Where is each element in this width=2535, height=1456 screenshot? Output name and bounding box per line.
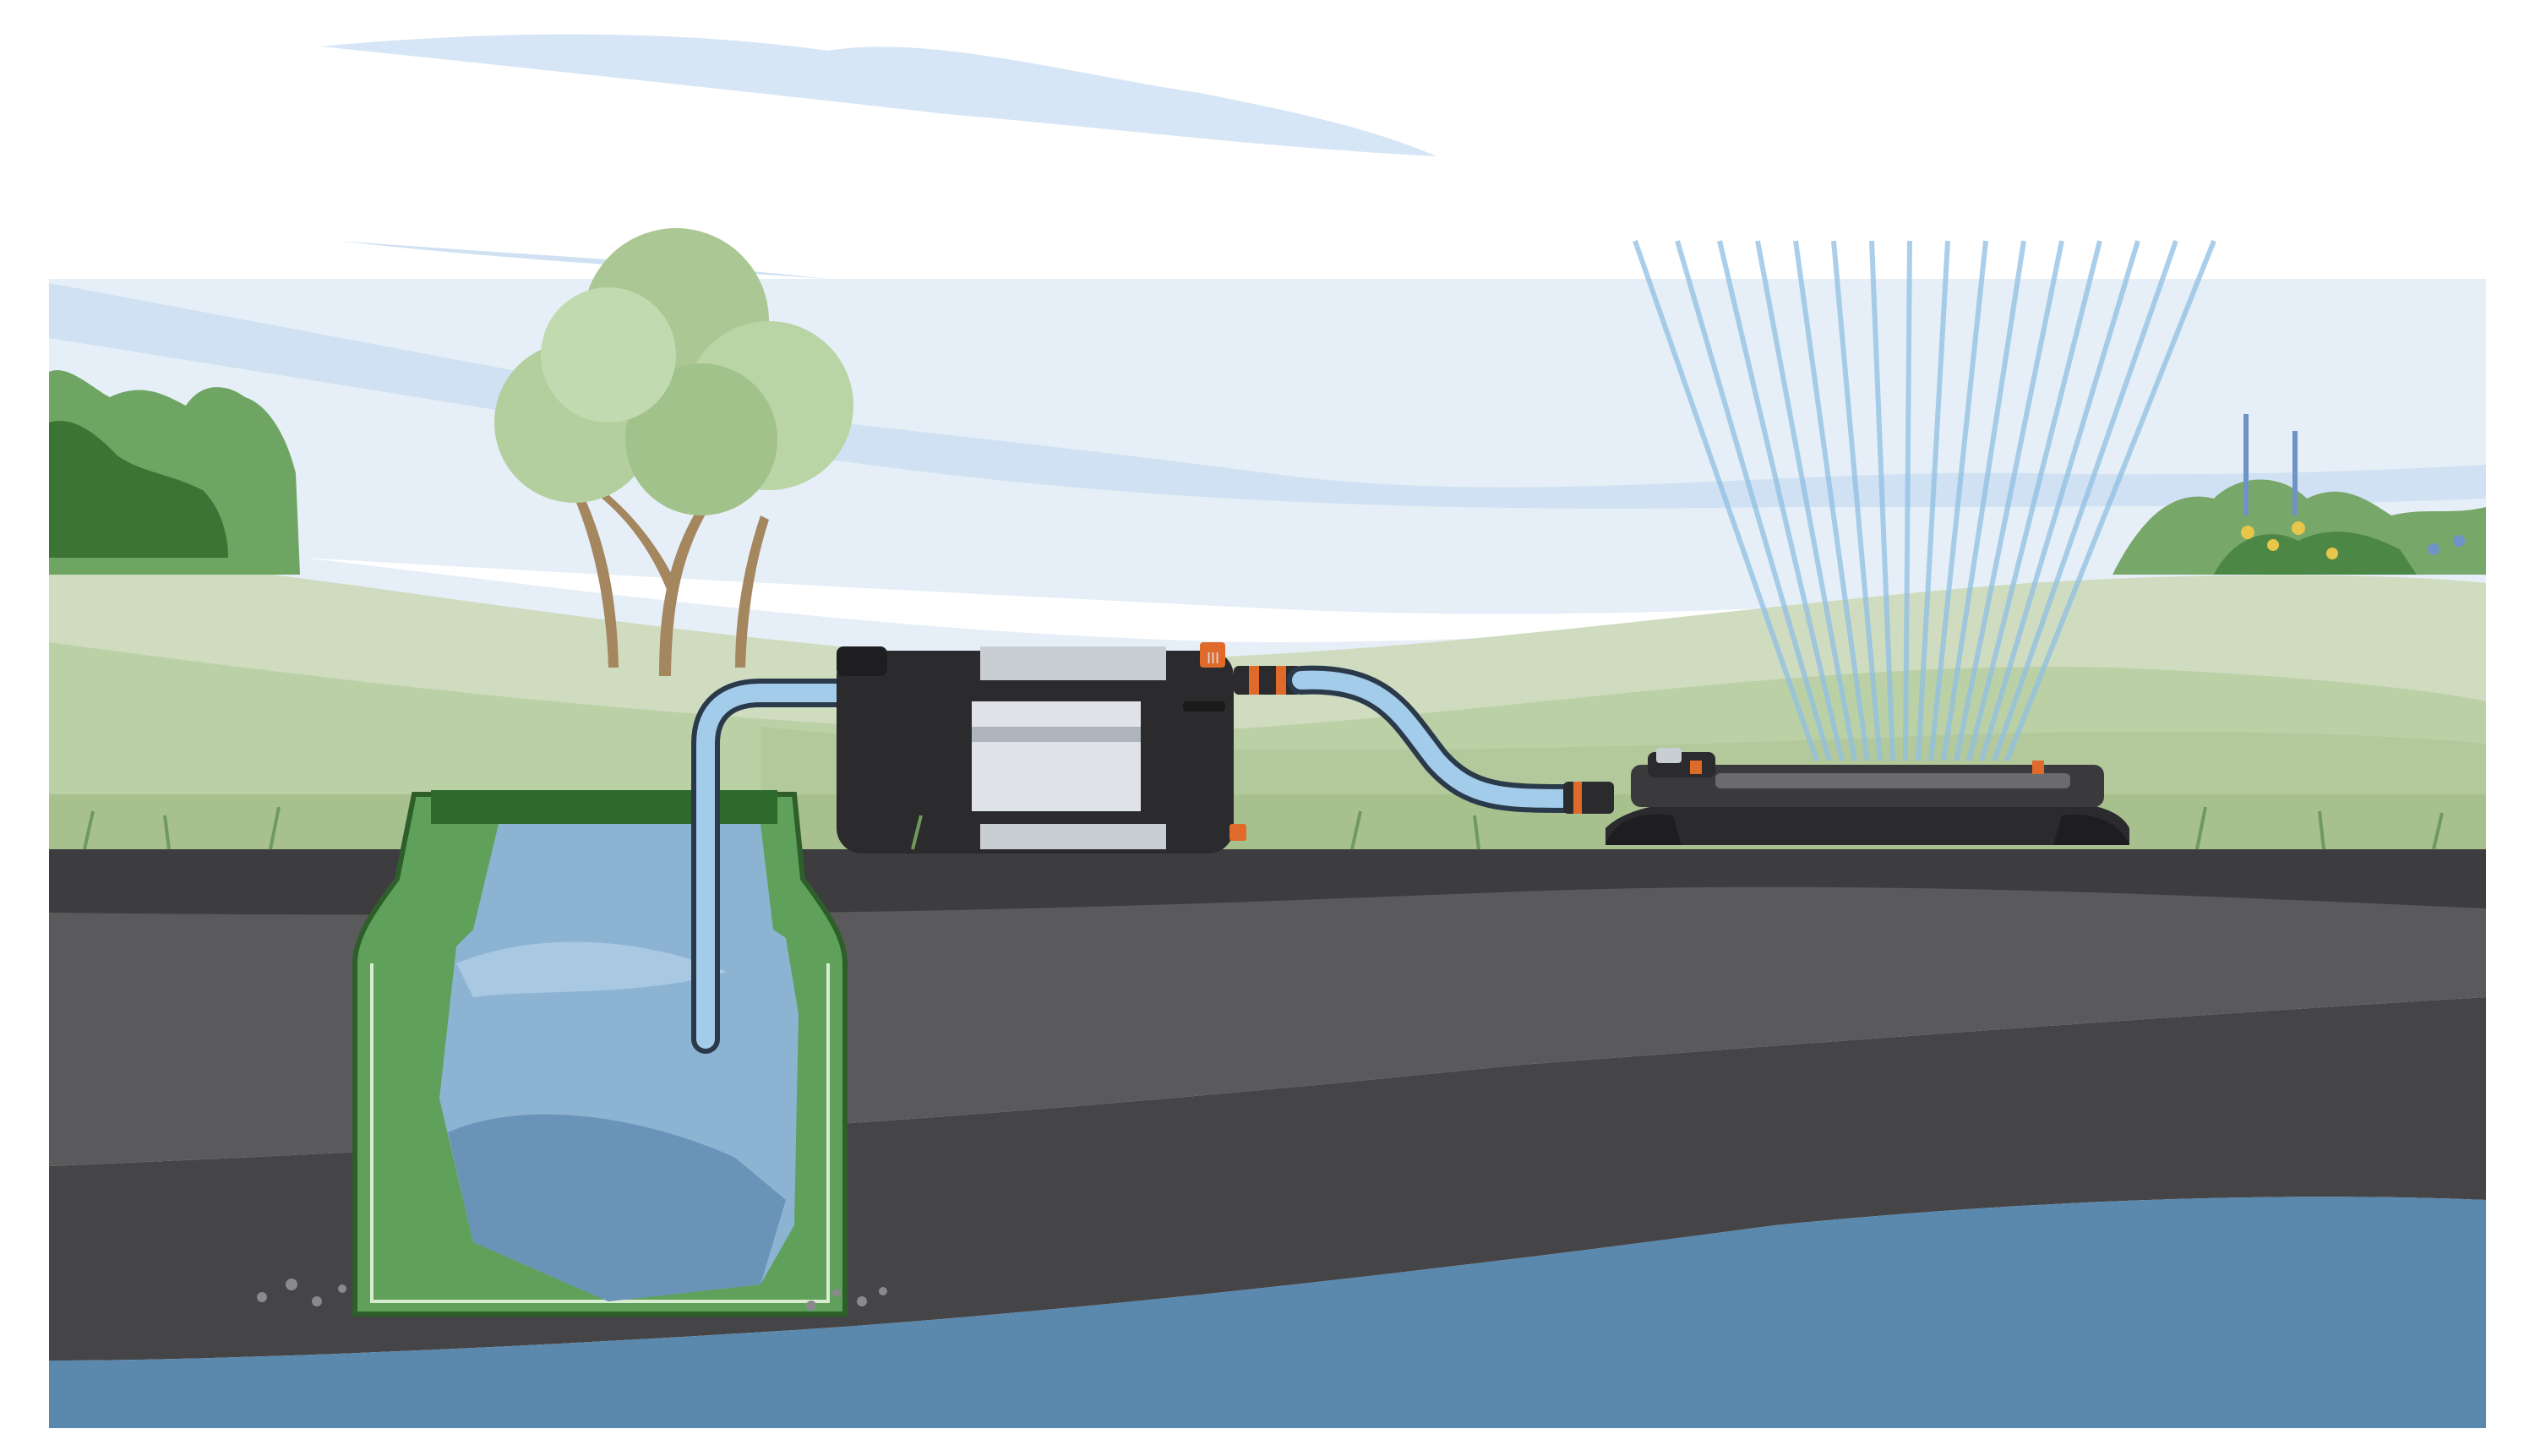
pump-steel-middle: [972, 701, 1141, 811]
pebble: [286, 1279, 297, 1290]
spray-jet: [1966, 240, 2102, 761]
grass-blade: [269, 806, 281, 850]
delivery-hose-inner: [1292, 670, 1581, 808]
spray-jet: [1675, 240, 1832, 761]
spray-jet: [1903, 240, 1912, 761]
spray-jet: [1979, 240, 2140, 761]
flower-spike: [2292, 431, 2298, 515]
tree-trunk: [575, 485, 769, 676]
spray-jet: [1755, 240, 1857, 761]
bushes-right: [2112, 414, 2486, 575]
grass-tufts: [83, 806, 2444, 850]
cloud-top: [321, 34, 1436, 157]
pebble: [832, 1289, 841, 1297]
cistern-water-surface: [456, 941, 727, 997]
grass-blade: [1350, 810, 1362, 850]
sprinkler-accent: [1690, 761, 1702, 774]
flower: [2241, 526, 2254, 539]
spray-jet: [1954, 240, 2064, 761]
pump-steel-top: [980, 646, 1166, 680]
cistern-inner-wall: [370, 963, 830, 1303]
cistern-water-deep: [448, 1114, 786, 1301]
bushes-left: [49, 369, 300, 575]
bush-front: [49, 421, 228, 558]
flower: [2428, 543, 2440, 555]
bush-right-dark: [2214, 532, 2417, 575]
tree: [494, 228, 853, 676]
pump-outlet-valve: [1200, 642, 1225, 668]
sprinkler-accent: [2032, 761, 2044, 774]
gravel: [257, 1279, 887, 1311]
grass-blade: [2318, 810, 2325, 850]
sprinkler-foot-left: [1606, 814, 1682, 845]
grass-blade: [1473, 815, 1480, 850]
spray-jet: [1869, 240, 1895, 761]
flower: [2453, 535, 2465, 547]
garden-pump: III: [837, 642, 1246, 853]
pebble: [338, 1284, 346, 1293]
spray-jet: [1717, 240, 1845, 761]
hose-connector: [1234, 666, 1301, 695]
suction-hose-inner: [696, 684, 846, 1049]
spray-jet: [1793, 240, 1870, 761]
grass-blade: [83, 810, 95, 850]
spray-jet: [1992, 240, 2178, 761]
pump-label: III: [1207, 650, 1219, 667]
pebble: [857, 1296, 867, 1306]
sprinkler-foot-right: [2053, 815, 2129, 845]
pebble: [806, 1301, 816, 1311]
pump-steel-stripe: [972, 727, 1141, 742]
pump-drain-plug: [1229, 824, 1246, 841]
grass-blade: [163, 815, 171, 850]
spray-jet: [1941, 240, 2026, 761]
pump-cap: [837, 646, 887, 676]
sprinkler-hose-connector: [1563, 782, 1614, 814]
flower: [2326, 548, 2338, 559]
sprinkler-tube: [1715, 773, 2070, 788]
tree-crown-5: [541, 287, 676, 423]
spray-jet: [1633, 240, 1819, 761]
connector-band: [1276, 666, 1286, 695]
groundwater: [49, 1197, 2486, 1428]
cistern-rim: [431, 790, 777, 824]
spray-jet: [1916, 240, 1950, 761]
sprinkler-spray: [1633, 239, 2216, 762]
grass-blade: [2195, 806, 2207, 850]
cistern: [257, 790, 887, 1317]
pump-steel-bottom: [980, 824, 1166, 849]
flower: [2292, 521, 2305, 535]
spray-jet: [2004, 239, 2216, 762]
connector-band: [1249, 666, 1259, 695]
sprinkler-connector-band: [1573, 782, 1582, 814]
grass-blade: [911, 815, 923, 850]
pump-handle: [1183, 701, 1225, 712]
oscillating-sprinkler: [1563, 748, 2129, 845]
sprinkler-base: [1606, 803, 2129, 845]
pebble: [312, 1296, 322, 1306]
tree-crown-4: [625, 363, 777, 515]
spray-jet: [1831, 240, 1883, 761]
grass-blade: [2432, 812, 2444, 850]
spray-jet: [1928, 240, 1988, 761]
sprinkler-dial: [1656, 748, 1682, 763]
flower: [2267, 539, 2279, 551]
pebble: [879, 1287, 887, 1295]
pebble: [257, 1292, 267, 1302]
flower-spike: [2243, 414, 2249, 515]
